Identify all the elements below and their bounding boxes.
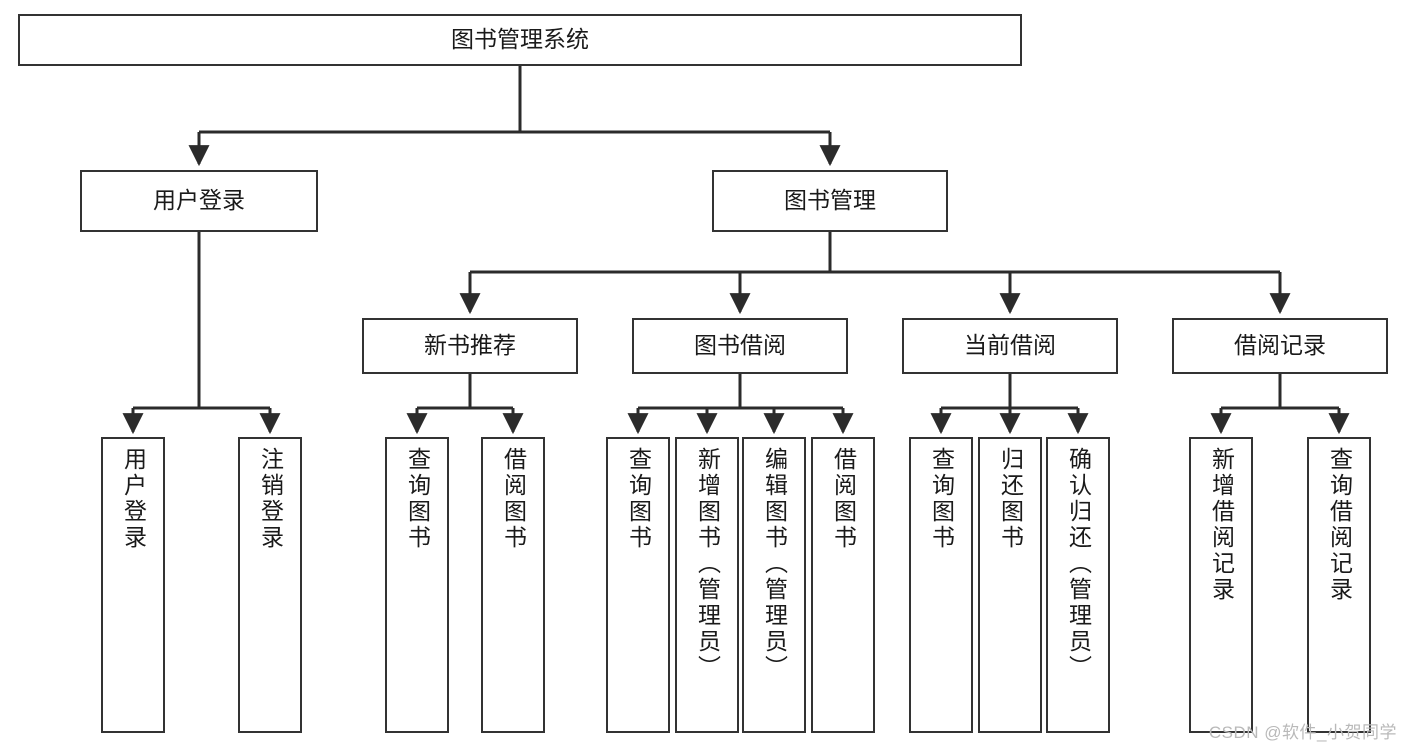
- node-new-book-recommend[interactable]: 新书推荐: [362, 318, 578, 374]
- node-label: 用户登录: [153, 187, 245, 214]
- node-label: 新书推荐: [424, 332, 516, 359]
- node-label: 借阅记录: [1234, 332, 1326, 359]
- node-label: 归还图书: [997, 447, 1024, 551]
- node-leaf-query-book-borrow[interactable]: 查询图书: [606, 437, 670, 733]
- node-label: 新增借阅记录: [1208, 447, 1235, 603]
- node-label: 图书管理: [784, 187, 876, 214]
- node-current-borrow[interactable]: 当前借阅: [902, 318, 1118, 374]
- node-label: 用户登录: [120, 447, 147, 551]
- node-label: 查询图书: [404, 447, 431, 551]
- node-label: 借阅图书: [500, 447, 527, 551]
- node-leaf-add-borrow-record[interactable]: 新增借阅记录: [1189, 437, 1253, 733]
- node-label: 当前借阅: [964, 332, 1056, 359]
- node-leaf-borrow-book-recommend[interactable]: 借阅图书: [481, 437, 545, 733]
- node-book-borrow[interactable]: 图书借阅: [632, 318, 848, 374]
- connector-root-to-level2: [188, 66, 841, 167]
- node-label: 图书借阅: [694, 332, 786, 359]
- connector-userlogin-to-leaves: [122, 232, 281, 435]
- connector-newbook-to-leaves: [406, 374, 524, 435]
- node-root-book-management-system[interactable]: 图书管理系统: [18, 14, 1022, 66]
- node-leaf-user-logout[interactable]: 注销登录: [238, 437, 302, 733]
- node-leaf-edit-book[interactable]: 编辑图书（管理员）: [742, 437, 806, 733]
- node-book-management[interactable]: 图书管理: [712, 170, 948, 232]
- node-leaf-return-book[interactable]: 归还图书: [978, 437, 1042, 733]
- node-user-login[interactable]: 用户登录: [80, 170, 318, 232]
- connector-currentborrow-to-leaves: [930, 374, 1089, 435]
- node-leaf-query-book-recommend[interactable]: 查询图书: [385, 437, 449, 733]
- node-label: 查询借阅记录: [1326, 447, 1353, 603]
- node-leaf-add-book[interactable]: 新增图书（管理员）: [675, 437, 739, 733]
- node-label: 查询图书: [625, 447, 652, 551]
- node-label: 借阅图书: [830, 447, 857, 551]
- node-label: 新增图书（管理员）: [694, 447, 721, 681]
- connector-borrowrecord-to-leaves: [1210, 374, 1350, 435]
- node-leaf-query-borrow-record[interactable]: 查询借阅记录: [1307, 437, 1371, 733]
- node-label: 编辑图书（管理员）: [761, 447, 788, 681]
- node-label: 图书管理系统: [451, 26, 589, 53]
- node-label: 注销登录: [257, 447, 284, 551]
- node-leaf-borrow-book[interactable]: 借阅图书: [811, 437, 875, 733]
- node-borrow-record[interactable]: 借阅记录: [1172, 318, 1388, 374]
- node-leaf-user-login[interactable]: 用户登录: [101, 437, 165, 733]
- node-leaf-confirm-return[interactable]: 确认归还（管理员）: [1046, 437, 1110, 733]
- node-label: 查询图书: [928, 447, 955, 551]
- node-leaf-query-book-current[interactable]: 查询图书: [909, 437, 973, 733]
- node-label: 确认归还（管理员）: [1065, 447, 1092, 681]
- connector-bookborrow-to-leaves: [627, 374, 854, 435]
- connector-bookmgmt-to-level3: [459, 232, 1291, 315]
